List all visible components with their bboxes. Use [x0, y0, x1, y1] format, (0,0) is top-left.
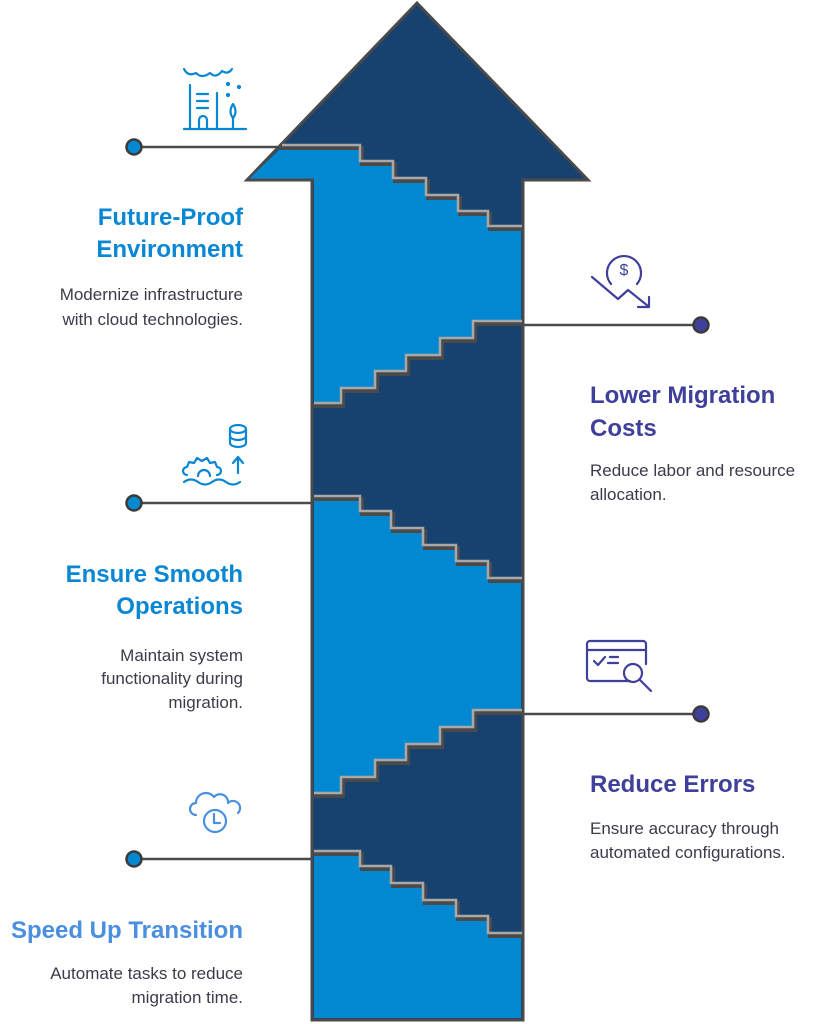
- step-description-line: Automate tasks to reduce: [50, 964, 243, 983]
- step-lower-migration-costs: Lower Migration Costs Reduce labor and r…: [590, 382, 795, 504]
- light-section-1: [249, 147, 521, 405]
- cloud-clock-icon: [188, 791, 242, 834]
- stairs: [280, 143, 523, 938]
- connector-dot-1: [125, 138, 143, 156]
- svg-text:$: $: [620, 262, 629, 279]
- config-search-icon: [585, 639, 653, 693]
- stair-highlight-2: [314, 319, 522, 405]
- step-description-line: allocation.: [590, 485, 667, 504]
- stair-highlight-4: [314, 708, 522, 795]
- step-ensure-smooth-operations: Ensure Smooth Operations Maintain system…: [66, 561, 243, 712]
- step-description-line: Reduce labor and resource: [590, 461, 795, 480]
- cost-down-icon: $: [590, 255, 651, 309]
- step-description-line: migration.: [168, 693, 243, 712]
- gear-database-icon: [181, 423, 248, 486]
- connector-dot-5: [125, 850, 143, 868]
- stair-ascending-2: [312, 711, 523, 798]
- step-title-line: Operations: [116, 593, 243, 620]
- connector-dot-4: [692, 705, 710, 723]
- step-future-proof-environment: Future-Proof Environment Modernize infra…: [60, 204, 244, 329]
- step-description-line: migration time.: [132, 988, 243, 1007]
- step-title-line: Future-Proof: [98, 204, 244, 231]
- step-description-line: automated configurations.: [590, 843, 786, 862]
- step-title-line: Environment: [96, 236, 243, 263]
- step-description-line: functionality during: [101, 669, 243, 688]
- step-title-line: Costs: [590, 415, 657, 442]
- stair-ascending-1: [312, 322, 523, 408]
- city-cloud-icon: [182, 67, 248, 131]
- arrow: [243, 0, 592, 1022]
- step-title-line: Ensure Smooth: [66, 561, 243, 588]
- stair-highlight-1: [282, 143, 522, 228]
- step-speed-up-transition: Speed Up Transition Automate tasks to re…: [11, 917, 243, 1007]
- stair-highlight-5: [314, 849, 522, 935]
- step-description-line: Maintain system: [120, 646, 243, 665]
- step-description-line: Ensure accuracy through: [590, 819, 779, 838]
- stair-highlight-3: [314, 494, 522, 580]
- step-description-line: Modernize infrastructure: [60, 285, 243, 304]
- step-title-line: Reduce Errors: [590, 771, 755, 798]
- step-title-line: Lower Migration: [590, 382, 775, 409]
- connectors: [125, 138, 710, 868]
- light-section-3: [314, 853, 521, 1018]
- step-reduce-errors: Reduce Errors Ensure accuracy through au…: [590, 771, 786, 862]
- connector-dot-3: [125, 494, 143, 512]
- step-title-line: Speed Up Transition: [11, 917, 243, 944]
- connector-dot-2: [692, 316, 710, 334]
- light-section-2: [314, 498, 521, 795]
- step-description-line: with cloud technologies.: [61, 310, 243, 329]
